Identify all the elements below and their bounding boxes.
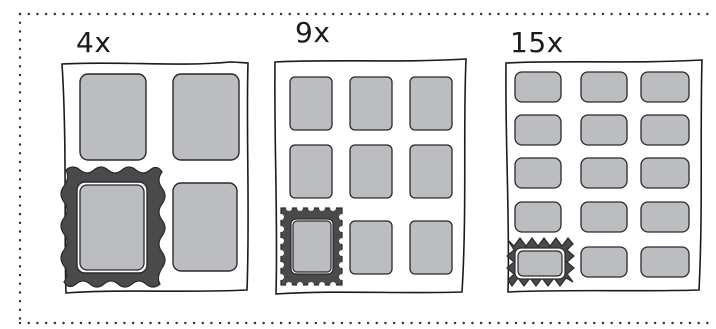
panel-9x-cell xyxy=(349,144,393,199)
panel-9x-cell xyxy=(349,76,393,131)
panel-15x-cell xyxy=(640,157,690,189)
panel-9x-cell xyxy=(409,220,453,275)
panel-15x-cell xyxy=(514,201,562,233)
panel-4x-stamp-cell xyxy=(79,184,145,271)
panel-9x-label: 9x xyxy=(295,16,331,49)
panel-15x-zigzag-stamp xyxy=(506,237,575,288)
panel-4x-cell xyxy=(79,73,147,161)
panel-15x-cell xyxy=(514,71,562,103)
panel-15x xyxy=(505,59,703,293)
panel-15x-cell xyxy=(514,114,562,146)
dotted-border xyxy=(18,12,716,325)
panel-15x-cell xyxy=(640,246,690,278)
panel-15x-cell xyxy=(580,246,628,278)
panel-15x-cell xyxy=(580,114,628,146)
panel-15x-stamp-cell xyxy=(517,250,563,277)
panel-15x-label: 15x xyxy=(510,26,564,59)
panel-15x-cell xyxy=(514,157,562,189)
panel-15x-cell xyxy=(640,114,690,146)
panel-15x-cell xyxy=(580,201,628,233)
panel-15x-cell xyxy=(640,71,690,103)
panel-9x-cell xyxy=(409,144,453,199)
panel-9x-cell xyxy=(289,144,333,199)
panel-9x xyxy=(274,58,467,295)
panel-9x-cell xyxy=(289,76,333,131)
panel-4x-cell xyxy=(172,182,238,272)
panel-9x-stamp-cell xyxy=(292,220,332,273)
panel-4x-label: 4x xyxy=(76,26,112,59)
panel-4x xyxy=(60,61,249,294)
panel-15x-cell xyxy=(580,71,628,103)
panel-15x-cell xyxy=(580,157,628,189)
panel-9x-cell xyxy=(349,220,393,275)
panel-4x-cell xyxy=(172,73,240,161)
panel-15x-cell xyxy=(640,201,690,233)
panel-9x-perforated-stamp xyxy=(278,205,345,288)
panel-9x-cell xyxy=(409,76,453,131)
